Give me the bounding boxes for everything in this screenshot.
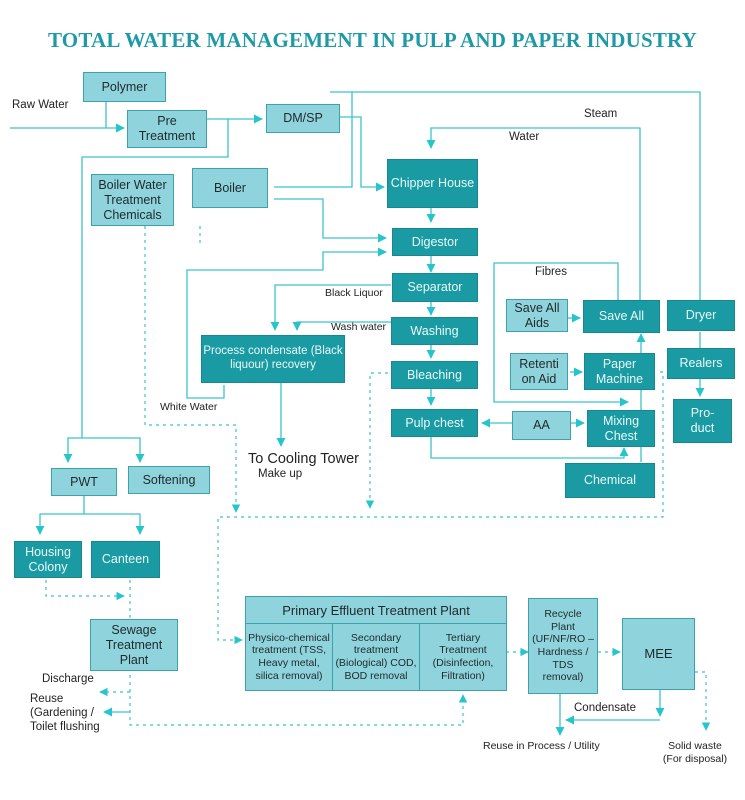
dash-colony — [45, 580, 125, 601]
line-pre-down — [81, 119, 229, 438]
line-canteen — [84, 513, 145, 535]
line-black-liquor — [270, 284, 391, 331]
label-make-up: Make up — [258, 468, 303, 480]
node-boiler-chemicals: Boiler Water Treatment Chemicals — [91, 174, 174, 226]
node-bleaching: Bleaching — [391, 361, 478, 389]
node-boiler: Boiler — [192, 168, 268, 208]
node-recycle-plant: Recycle Plant (UF/NF/RO – Hardness / TDS… — [528, 598, 598, 694]
line-white-water — [186, 247, 387, 399]
node-pulp-chest: Pulp chest — [391, 409, 478, 437]
node-separator: Separator — [392, 273, 478, 302]
primary-effluent-treatment-plant: Primary Effluent Treatment Plant Physico… — [245, 596, 507, 691]
node-canteen: Canteen — [91, 541, 160, 578]
line-boiler-top — [274, 92, 353, 188]
node-product: Pro- duct — [673, 399, 732, 443]
node-softening: Softening — [128, 466, 210, 494]
node-mee: MEE — [622, 618, 695, 690]
dash-boiler-chem — [144, 226, 241, 513]
line-top-dryer — [330, 91, 701, 300]
node-realers: Realers — [667, 348, 735, 379]
line-pwt — [63, 437, 82, 463]
node-save-all-aids: Save All Aids — [506, 299, 568, 332]
node-process-condensate: Process condensate (Black liquour) recov… — [201, 335, 345, 383]
etp-title: Primary Effluent Treatment Plant — [246, 597, 506, 624]
label-fibres: Fibres — [535, 266, 567, 278]
node-save-all: Save All — [583, 300, 660, 333]
etp-secondary: Secondary treatment (Biological) COD, BO… — [332, 624, 419, 690]
label-white-water: White Water — [160, 401, 218, 413]
label-cooling-tower: To Cooling Tower — [248, 451, 359, 467]
node-pwt: PWT — [51, 468, 117, 496]
node-dm-sp: DM/SP — [266, 104, 340, 133]
node-aa: AA — [512, 411, 571, 440]
line-pulp-mixing — [430, 437, 629, 459]
label-wash-water: Wash water — [331, 321, 387, 333]
node-sewage-treatment-plant: Sewage Treatment Plant — [90, 619, 178, 671]
line-dmsp-chipper — [338, 116, 385, 192]
label-reuse-gardening: Reuse (Gardening / Toilet flushing — [30, 693, 100, 733]
dash-paper-etp — [217, 371, 664, 645]
label-discharge: Discharge — [42, 673, 94, 685]
label-black-liquor: Black Liquor — [325, 287, 383, 299]
line-pwt-split — [82, 437, 145, 463]
dash-bleach — [365, 372, 388, 509]
line-wash-water — [292, 321, 391, 331]
label-reuse-process: Reuse in Process / Utility — [483, 740, 600, 752]
node-chemical: Chemical — [565, 463, 655, 498]
etp-tertiary: Tertiary Treatment (Disinfection, Filtra… — [419, 624, 506, 690]
node-dryer: Dryer — [667, 300, 735, 331]
line-boiler-digestor — [274, 198, 387, 243]
node-pre-treatment: Pre Treatment — [127, 110, 207, 148]
label-condensate: Condensate — [574, 702, 637, 714]
node-washing: Washing — [391, 317, 478, 345]
node-chipper-house: Chipper House — [387, 159, 478, 208]
diagram-title: TOTAL WATER MANAGEMENT IN PULP AND PAPER… — [47, 28, 698, 52]
dash-stp — [129, 668, 468, 726]
node-mixing-chest: Mixing Chest — [587, 410, 655, 447]
etp-physico-chemical: Physico-chemical treatment (TSS, Heavy m… — [248, 631, 330, 682]
node-digestor: Digestor — [392, 228, 478, 256]
line-pwt-down — [35, 496, 85, 535]
dash-solid — [695, 671, 711, 731]
node-housing-colony: Housing Colony — [14, 541, 82, 578]
label-steam: Steam — [584, 108, 618, 120]
line-steam — [426, 127, 641, 300]
label-water: Water — [509, 131, 540, 143]
line-fibres — [493, 262, 629, 407]
label-raw-water: Raw Water — [12, 99, 69, 111]
node-paper-machine: Paper Machine — [584, 353, 655, 390]
node-retention-aid: Retenti on Aid — [510, 353, 568, 390]
node-polymer: Polymer — [83, 72, 166, 102]
label-solid-waste: Solid waste (For disposal) — [662, 740, 728, 765]
